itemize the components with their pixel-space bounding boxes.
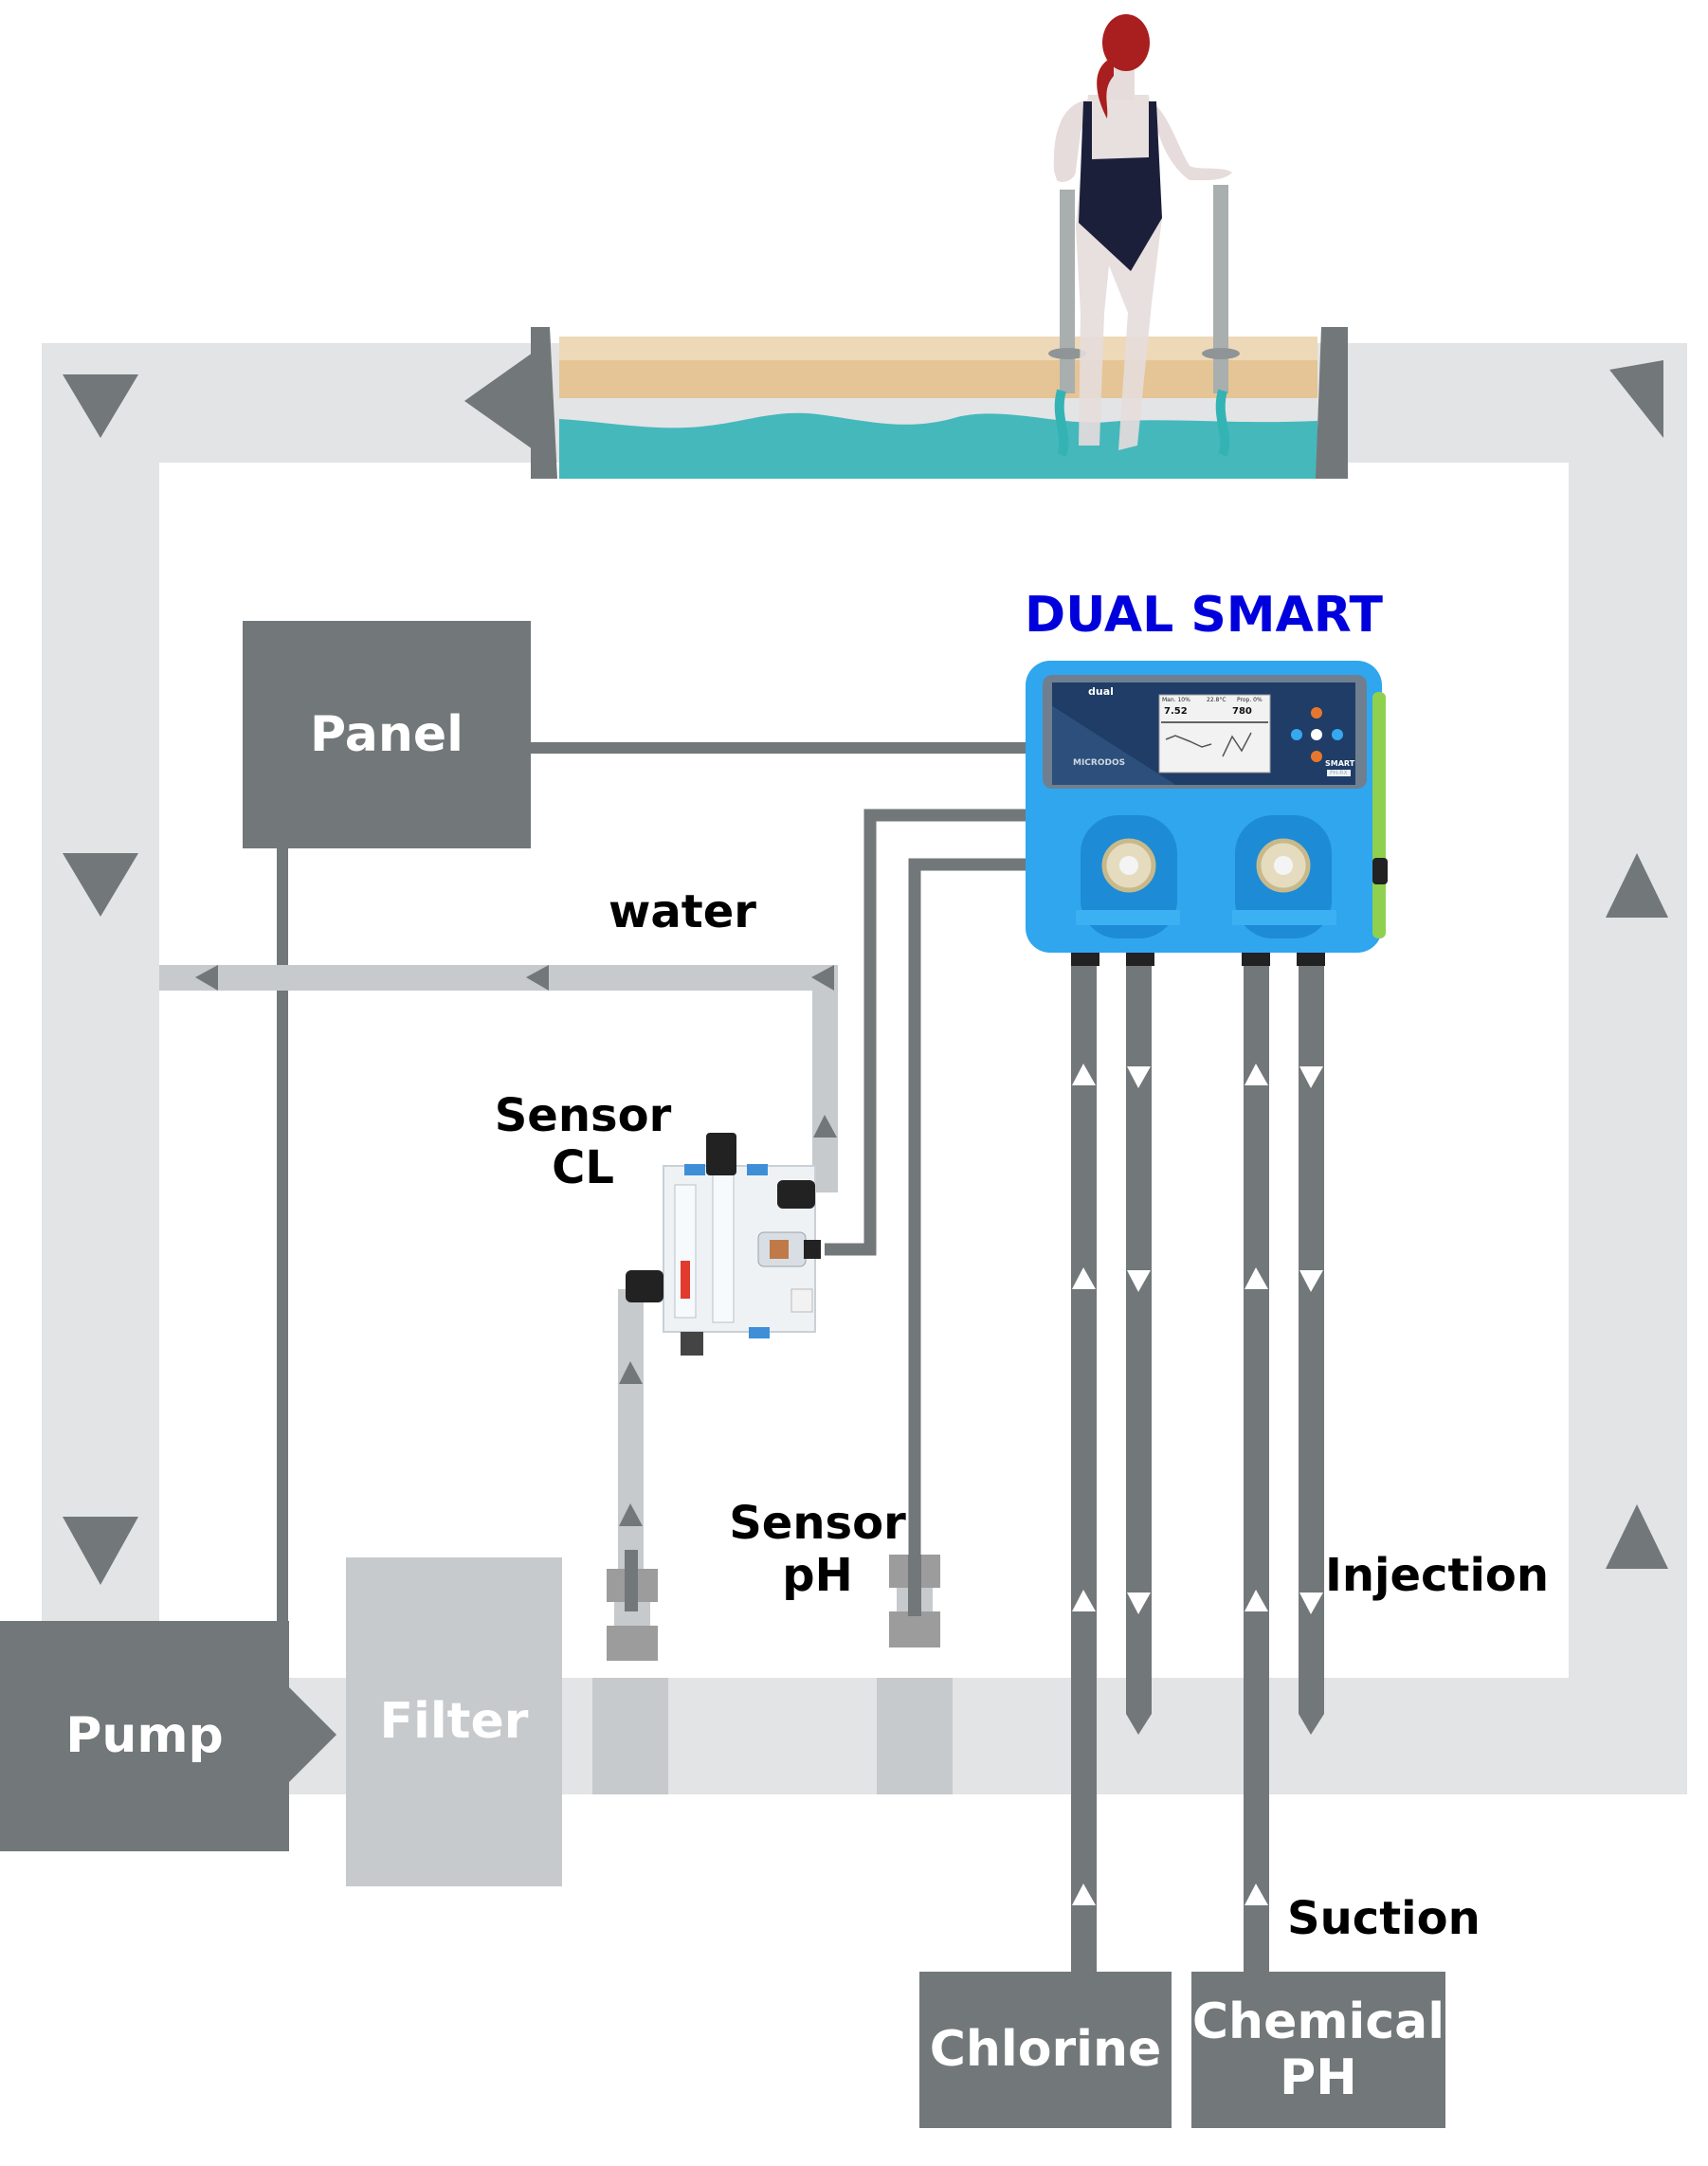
chemical-ph-tank: Chemical PH bbox=[1191, 1972, 1445, 2128]
ph-suction-line bbox=[1244, 965, 1269, 1972]
chlorine-label: Chlorine bbox=[929, 2021, 1162, 2079]
flow-cell-sensor-icon bbox=[626, 1133, 821, 1356]
device-button-down bbox=[1311, 751, 1322, 762]
arrow-up-icon bbox=[813, 1115, 837, 1138]
device-submodel-label: PH-RX bbox=[1327, 770, 1351, 776]
ph-pipe-fitting bbox=[877, 1678, 953, 1794]
water-label: water bbox=[609, 885, 756, 938]
arrow-up-icon bbox=[1606, 853, 1668, 918]
screen-temperature: 22.8°C bbox=[1207, 697, 1226, 703]
sensor-ph-label-line2: pH bbox=[782, 1549, 853, 1603]
panel-box: Panel bbox=[243, 621, 531, 848]
arrow-left-icon bbox=[526, 965, 549, 991]
arrow-left-icon bbox=[1609, 360, 1663, 438]
filter-box: Filter bbox=[346, 1557, 562, 1886]
arrow-down-icon bbox=[63, 853, 138, 917]
device-model-label: SMART bbox=[1325, 759, 1355, 768]
arrow-up-icon bbox=[1245, 1267, 1268, 1289]
arrow-down-icon bbox=[1127, 1270, 1151, 1292]
device-button-right bbox=[1332, 729, 1343, 740]
filter-label: Filter bbox=[379, 1693, 529, 1751]
arrow-up-icon bbox=[1072, 1590, 1096, 1611]
device-to-sensor-ph-cable bbox=[908, 858, 1028, 1611]
arrow-up-icon bbox=[1072, 1267, 1096, 1289]
screen-ph-value: 7.52 bbox=[1164, 706, 1188, 717]
chemical-ph-label-line1: Chemical bbox=[1191, 1993, 1445, 2051]
device-button-up bbox=[1311, 707, 1322, 719]
arrow-down-icon bbox=[1299, 1593, 1323, 1614]
screen-mode-right: Prop. 0% bbox=[1237, 697, 1263, 703]
sensor-ph-label: Sensor pH bbox=[725, 1497, 910, 1603]
pump-label: Pump bbox=[65, 1707, 224, 1765]
dual-smart-controller bbox=[1026, 661, 1388, 966]
arrow-down-icon bbox=[1299, 1270, 1323, 1292]
pool-wall-right bbox=[1316, 327, 1348, 479]
arrow-down-icon bbox=[63, 374, 138, 438]
cl-pipe-fitting bbox=[592, 1678, 668, 1794]
pump-box: Pump bbox=[0, 1621, 289, 1851]
screen-rx-value: 780 bbox=[1232, 706, 1252, 717]
chemical-ph-label-line2: PH bbox=[1280, 2048, 1357, 2106]
ph-sensor-fitting bbox=[889, 1555, 940, 1647]
panel-label: Panel bbox=[310, 705, 463, 763]
arrow-up-icon bbox=[619, 1361, 643, 1384]
injection-label: Injection bbox=[1325, 1549, 1550, 1602]
arrow-up-icon bbox=[1245, 1884, 1268, 1905]
device-maker-label: MICRODOS bbox=[1073, 758, 1126, 768]
swimmer-figure-icon bbox=[1048, 14, 1240, 457]
sensor-cl-label-line1: Sensor bbox=[494, 1089, 672, 1142]
device-button-ok bbox=[1311, 729, 1322, 740]
arrow-down-icon bbox=[1127, 1066, 1151, 1088]
screen-mode-left: Man. 10% bbox=[1162, 697, 1190, 703]
panel-to-pump-cable bbox=[277, 848, 288, 1626]
ph-injection-line bbox=[1299, 965, 1324, 1714]
chlorine-tank: Chlorine bbox=[919, 1972, 1172, 2128]
panel-to-device-cable bbox=[531, 742, 1028, 754]
chlorine-suction-line bbox=[1071, 965, 1097, 1972]
arrow-up-icon bbox=[1245, 1590, 1268, 1611]
arrow-left-icon bbox=[464, 353, 533, 449]
arrow-up-icon bbox=[619, 1503, 643, 1526]
arrow-up-icon bbox=[1606, 1504, 1668, 1569]
chlorine-injection-line bbox=[1126, 965, 1152, 1714]
water-return-line bbox=[159, 965, 838, 991]
sensor-cl-label: Sensor CL bbox=[493, 1089, 673, 1195]
arrow-down-icon bbox=[1299, 1066, 1323, 1088]
device-brand-label: dual bbox=[1088, 685, 1114, 698]
arrow-left-icon bbox=[195, 965, 218, 991]
arrow-up-icon bbox=[1072, 1884, 1096, 1905]
arrow-left-icon bbox=[811, 965, 834, 991]
cl-sample-fitting bbox=[607, 1550, 658, 1661]
suction-label: Suction bbox=[1287, 1892, 1481, 1945]
sensor-cl-label-line2: CL bbox=[552, 1141, 614, 1195]
sensor-ph-label-line1: Sensor bbox=[729, 1497, 906, 1550]
arrow-up-icon bbox=[1245, 1064, 1268, 1085]
device-title: DUAL SMART bbox=[1025, 587, 1383, 644]
water-from-sensor-line bbox=[812, 965, 838, 1192]
left-return-pipe bbox=[42, 343, 159, 1670]
chlorine-injection-tip bbox=[1126, 1714, 1152, 1735]
arrow-up-icon bbox=[1072, 1064, 1096, 1085]
arrow-down-icon bbox=[1127, 1593, 1151, 1614]
pool-wall-left bbox=[531, 327, 557, 479]
pump-outlet-arrow-icon bbox=[289, 1687, 336, 1782]
device-to-sensor-cl-cable bbox=[825, 809, 1028, 1256]
ph-injection-tip bbox=[1299, 1714, 1324, 1735]
device-button-left bbox=[1291, 729, 1302, 740]
arrow-down-icon bbox=[63, 1517, 138, 1585]
